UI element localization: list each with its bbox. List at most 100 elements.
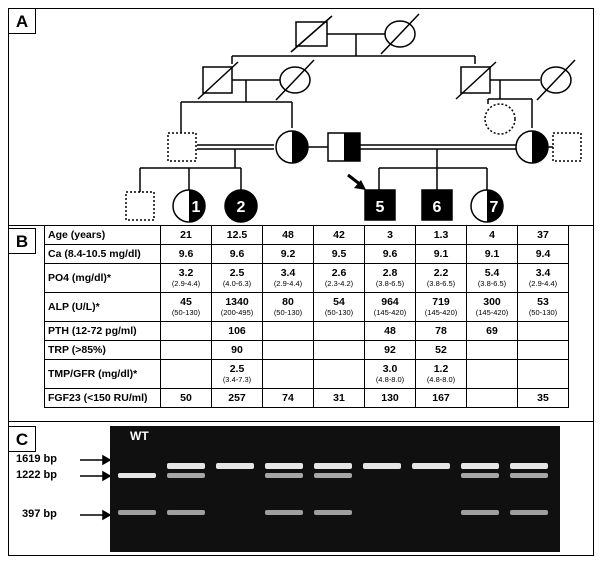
cell-value: 45 — [180, 296, 192, 308]
row-label: Ca (8.4-10.5 mg/dl) — [44, 244, 161, 264]
cell-value: 4 — [489, 228, 495, 241]
cell-value: 130 — [381, 391, 399, 404]
cell-value: 2.5 — [229, 267, 245, 279]
gel-band — [167, 510, 205, 515]
table-cell — [160, 359, 212, 389]
cell-value: 9.2 — [280, 247, 296, 260]
proband-arrow-icon — [347, 173, 366, 190]
cell-value: 92 — [384, 343, 396, 356]
table-cell: 2.2(3.8-6.5) — [415, 263, 467, 293]
table-cell: 719(145-420) — [415, 292, 467, 322]
table-cell: 9.6 — [160, 244, 212, 264]
cell-value: 3 — [387, 228, 393, 241]
table-cell: 50 — [160, 388, 212, 408]
table-cell: 45(50-130) — [160, 292, 212, 322]
table-cell: 3.4(2.9-4.4) — [517, 263, 569, 293]
cell-value: 9.1 — [433, 247, 449, 260]
individual-3-symbol — [275, 130, 309, 164]
gel-band — [461, 473, 499, 478]
cell-reference-range: (4.0-6.3) — [222, 279, 252, 288]
cell-reference-range: (4.8-8.0) — [426, 375, 456, 384]
cell-reference-range: (2.9-4.4) — [171, 279, 201, 288]
agarose-gel-image — [110, 426, 560, 552]
pedigree-chart: 3 4 8 1 2 5 6 7 — [125, 13, 582, 223]
row-label: FGF23 (<150 RU/ml) — [44, 388, 161, 408]
table-cell: 35 — [517, 388, 569, 408]
table-cell: 3.2(2.9-4.4) — [160, 263, 212, 293]
cell-reference-range: (145-420) — [475, 308, 509, 317]
table-cell: 80(50-130) — [262, 292, 314, 322]
cell-reference-range: (4.8-8.0) — [375, 375, 405, 384]
panel-label-a: A — [8, 8, 36, 34]
cell-reference-range: (50-130) — [171, 308, 201, 317]
gel-band — [510, 510, 548, 515]
table-cell — [466, 359, 518, 389]
table-cell: 9.6 — [364, 244, 416, 264]
grandmother-deceased-symbol — [380, 13, 420, 55]
table-cell: 1340(200-495) — [211, 292, 263, 322]
individual-5-number: 5 — [376, 199, 385, 216]
table-cell: 48 — [364, 321, 416, 341]
cell-value: 69 — [486, 324, 498, 337]
individual-2-symbol — [224, 189, 258, 223]
cell-value: 3.2 — [178, 267, 194, 279]
size-marker-397: 397 bp — [22, 508, 57, 520]
cell-value: 9.5 — [331, 247, 347, 260]
individual-3-number: 3 — [294, 140, 303, 157]
gel-band — [314, 473, 352, 478]
cell-value: 2.2 — [433, 267, 449, 279]
individual-2-number: 2 — [237, 199, 246, 216]
gel-band — [216, 463, 254, 469]
table-cell — [517, 321, 569, 341]
table-cell: 78 — [415, 321, 467, 341]
individual-6-symbol — [421, 189, 453, 221]
size-marker-1222: 1222 bp — [16, 469, 57, 481]
cell-value: 1340 — [225, 296, 249, 308]
cell-reference-range: (145-420) — [373, 308, 407, 317]
row-label: TMP/GFR (mg/dl)* — [44, 359, 161, 389]
cell-value: 21 — [180, 228, 192, 241]
table-cell: 9.5 — [313, 244, 365, 264]
panel-label-b: B — [8, 228, 36, 254]
cell-value: 257 — [228, 391, 246, 404]
gel-band — [118, 510, 156, 515]
cell-reference-range: (3.8-6.5) — [375, 279, 405, 288]
individual-5-symbol — [364, 189, 396, 221]
table-cell: 9.1 — [466, 244, 518, 264]
cell-reference-range: (3.4-7.3) — [222, 375, 252, 384]
cell-value: 54 — [333, 296, 345, 308]
wt-lane-label: WT — [130, 429, 149, 443]
individual-7-symbol — [470, 189, 504, 223]
cell-value: 9.4 — [535, 247, 551, 260]
cell-value: 31 — [333, 391, 345, 404]
cell-value: 52 — [435, 343, 447, 356]
cell-value: 78 — [435, 324, 447, 337]
cell-reference-range: (2.9-4.4) — [273, 279, 303, 288]
table-row: Ca (8.4-10.5 mg/dl) 9.6 9.6 9.2 9.5 9.6 9.1 9.1… — [44, 244, 569, 264]
gel-panel — [8, 422, 594, 556]
cell-value: 719 — [432, 296, 450, 308]
cell-value: 964 — [381, 296, 399, 308]
table-cell: 54(50-130) — [313, 292, 365, 322]
individual-8-number: 8 — [535, 140, 544, 157]
gel-band — [118, 473, 156, 478]
cell-value: 48 — [384, 324, 396, 337]
cell-value: 1.3 — [433, 228, 449, 241]
table-cell: 9.6 — [211, 244, 263, 264]
cell-value: 3.0 — [382, 363, 398, 375]
gel-band — [314, 510, 352, 515]
table-cell — [466, 388, 518, 408]
spouse-unaffected-left — [167, 132, 197, 162]
table-cell: 2.5(3.4-7.3) — [211, 359, 263, 389]
table-cell: 5.4(3.8-6.5) — [466, 263, 518, 293]
table-cell: 2.8(3.8-6.5) — [364, 263, 416, 293]
cell-value: 9.6 — [178, 247, 194, 260]
table-cell: 106 — [211, 321, 263, 341]
gel-band — [461, 510, 499, 515]
table-row: ALP (U/L)*45(50-130)1340(200-495)80(50-1… — [44, 292, 569, 322]
table-cell: 167 — [415, 388, 467, 408]
table-cell: 2.5(4.0-6.3) — [211, 263, 263, 293]
row-label: Age (years) — [44, 226, 161, 245]
gel-band — [510, 473, 548, 478]
table-cell: 9.2 — [262, 244, 314, 264]
